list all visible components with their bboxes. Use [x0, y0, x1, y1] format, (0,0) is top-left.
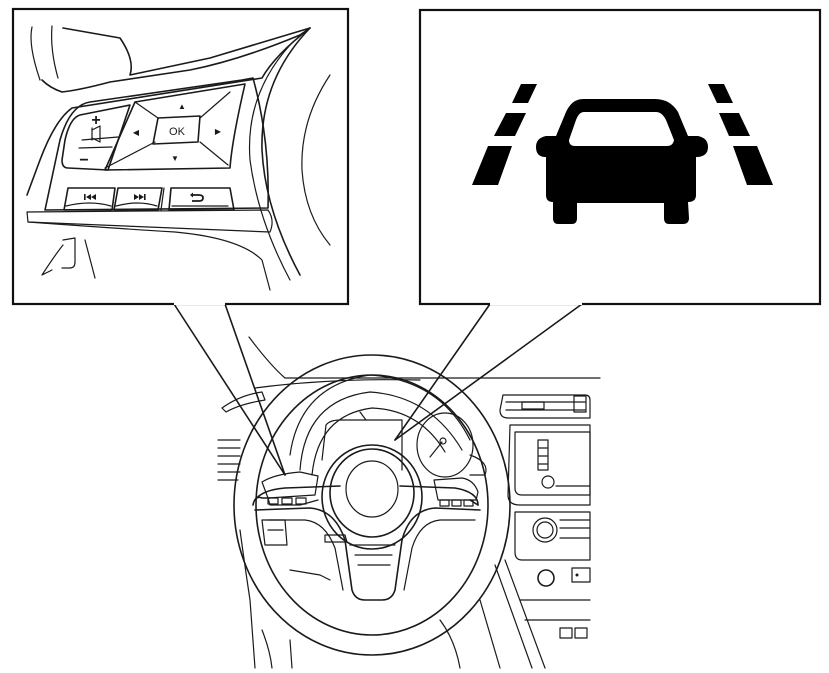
- instrument-cluster: [321, 419, 403, 471]
- back-icon: [190, 192, 204, 202]
- steering-switch-callout: + − OK ▲ ▼ ◀ ▶: [11, 7, 350, 306]
- airbag-hub: [321, 444, 423, 550]
- steering-wheel-rim: [233, 354, 511, 656]
- dashboard-overview: [217, 336, 601, 669]
- left-arrow[interactable]: ◀: [133, 128, 140, 137]
- gauge: [416, 412, 474, 478]
- volume-down-label: −: [79, 152, 88, 169]
- car-with-lane-markers-icon: [472, 84, 773, 224]
- next-track-button[interactable]: [113, 187, 163, 211]
- switch-housing: [44, 77, 270, 211]
- back-button[interactable]: [168, 187, 235, 211]
- volume-up-label: +: [91, 112, 100, 129]
- air-vent: [499, 394, 591, 419]
- speaker-icon: [91, 125, 101, 143]
- previous-track-icon: [84, 194, 96, 200]
- volume-switch[interactable]: [61, 104, 131, 171]
- dpad-switch[interactable]: [104, 83, 246, 171]
- ok-label: OK: [169, 126, 186, 138]
- climate-knob: [532, 517, 558, 543]
- audio-unit: [507, 424, 591, 506]
- up-arrow[interactable]: ▲: [178, 102, 186, 111]
- ok-button[interactable]: [152, 115, 201, 145]
- right-arrow[interactable]: ▶: [215, 127, 222, 136]
- down-arrow[interactable]: ▼: [171, 154, 179, 163]
- lane-departure-callout: [418, 8, 822, 306]
- next-track-icon: [134, 194, 146, 200]
- callout-pointers: [173, 303, 583, 476]
- previous-track-button[interactable]: [63, 187, 116, 211]
